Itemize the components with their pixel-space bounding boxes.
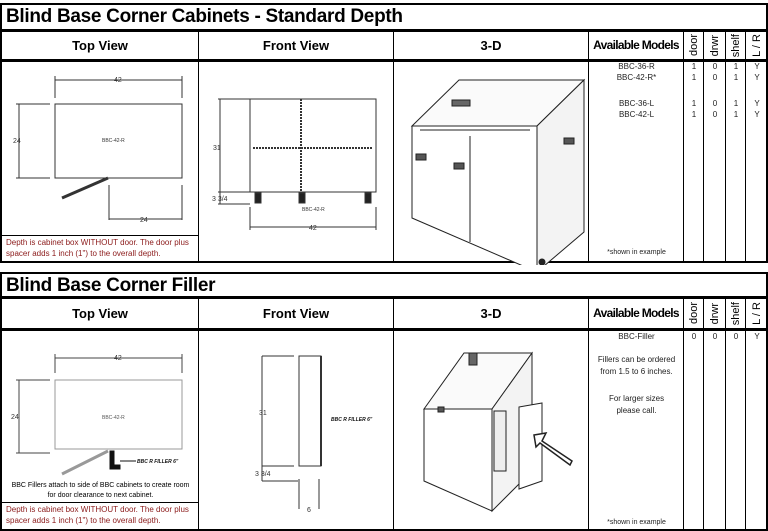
header-top-view: Top View bbox=[2, 32, 199, 59]
svg-text:BBC R FILLER 6": BBC R FILLER 6" bbox=[137, 459, 179, 465]
svg-text:42: 42 bbox=[309, 225, 317, 232]
svg-text:6: 6 bbox=[307, 507, 311, 514]
filler-size-info: Fillers can be ordered from 1.5 to 6 inc… bbox=[597, 355, 676, 376]
filler-top-view-drawing: 42 24 BBC-42-R BBC R FILLER 6" bbox=[11, 354, 183, 476]
depth-note: Depth is cabinet box WITHOUT door. The d… bbox=[6, 238, 189, 258]
svg-text:3 3/4: 3 3/4 bbox=[212, 196, 228, 203]
svg-text:BBC-42-R: BBC-42-R bbox=[102, 415, 125, 421]
header-lr: L / R bbox=[751, 34, 763, 57]
svg-text:31: 31 bbox=[259, 410, 267, 417]
cabinet-table: Top View Front View 3-D Available Models… bbox=[0, 30, 768, 265]
header-lr: L / R bbox=[751, 302, 763, 325]
header-front-view: Front View bbox=[199, 32, 394, 59]
header-top-view: Top View bbox=[2, 299, 199, 328]
header-3d: 3-D bbox=[394, 32, 589, 59]
header-door: door bbox=[684, 299, 704, 328]
header-models: Available Models bbox=[589, 299, 684, 328]
header-3d: 3-D bbox=[394, 299, 589, 328]
section-title: Blind Base Corner Cabinets - Standard De… bbox=[0, 3, 768, 31]
section-title: Blind Base Corner Filler bbox=[0, 272, 768, 298]
footnote: *shown in example bbox=[607, 519, 666, 526]
svg-text:24: 24 bbox=[13, 138, 21, 145]
header-shelf: shelf bbox=[726, 299, 746, 328]
svg-text:24: 24 bbox=[140, 217, 148, 224]
svg-text:24: 24 bbox=[11, 414, 19, 421]
3d-cabinet-drawing bbox=[410, 78, 586, 265]
header-door: door bbox=[684, 32, 704, 59]
top-view-drawing: 42 24 24 BBC-42-R bbox=[13, 76, 183, 224]
depth-note: Depth is cabinet box WITHOUT door. The d… bbox=[6, 505, 189, 525]
header-drwr: drwr bbox=[704, 299, 726, 328]
larger-sizes-info: For larger sizes please call. bbox=[608, 394, 665, 415]
filler-table: Top View Front View 3-D Available Models… bbox=[0, 297, 768, 531]
3d-filler-drawing bbox=[423, 351, 573, 513]
arrow-icon bbox=[533, 432, 573, 467]
filler-front-view-drawing: 31 3 3/4 6 BBC R FILLER 6" bbox=[255, 355, 373, 514]
header-shelf: shelf bbox=[726, 32, 746, 59]
header-models: Available Models bbox=[589, 32, 684, 59]
svg-text:BBC-42-R: BBC-42-R bbox=[102, 138, 125, 144]
header-drwr: drwr bbox=[704, 32, 726, 59]
front-view-drawing: 31 3 3/4 42 BBC-42-R bbox=[212, 98, 377, 232]
svg-text:BBC R FILLER 6": BBC R FILLER 6" bbox=[331, 417, 373, 423]
filler-attach-note: BBC Fillers attach to side of BBC cabine… bbox=[11, 482, 190, 499]
svg-text:3 3/4: 3 3/4 bbox=[255, 471, 271, 478]
footnote: *shown in example bbox=[607, 249, 666, 256]
svg-text:42: 42 bbox=[114, 77, 122, 84]
svg-text:42: 42 bbox=[114, 355, 122, 362]
svg-text:31: 31 bbox=[213, 145, 221, 152]
header-front-view: Front View bbox=[199, 299, 394, 328]
svg-text:BBC-42-R: BBC-42-R bbox=[302, 207, 325, 213]
